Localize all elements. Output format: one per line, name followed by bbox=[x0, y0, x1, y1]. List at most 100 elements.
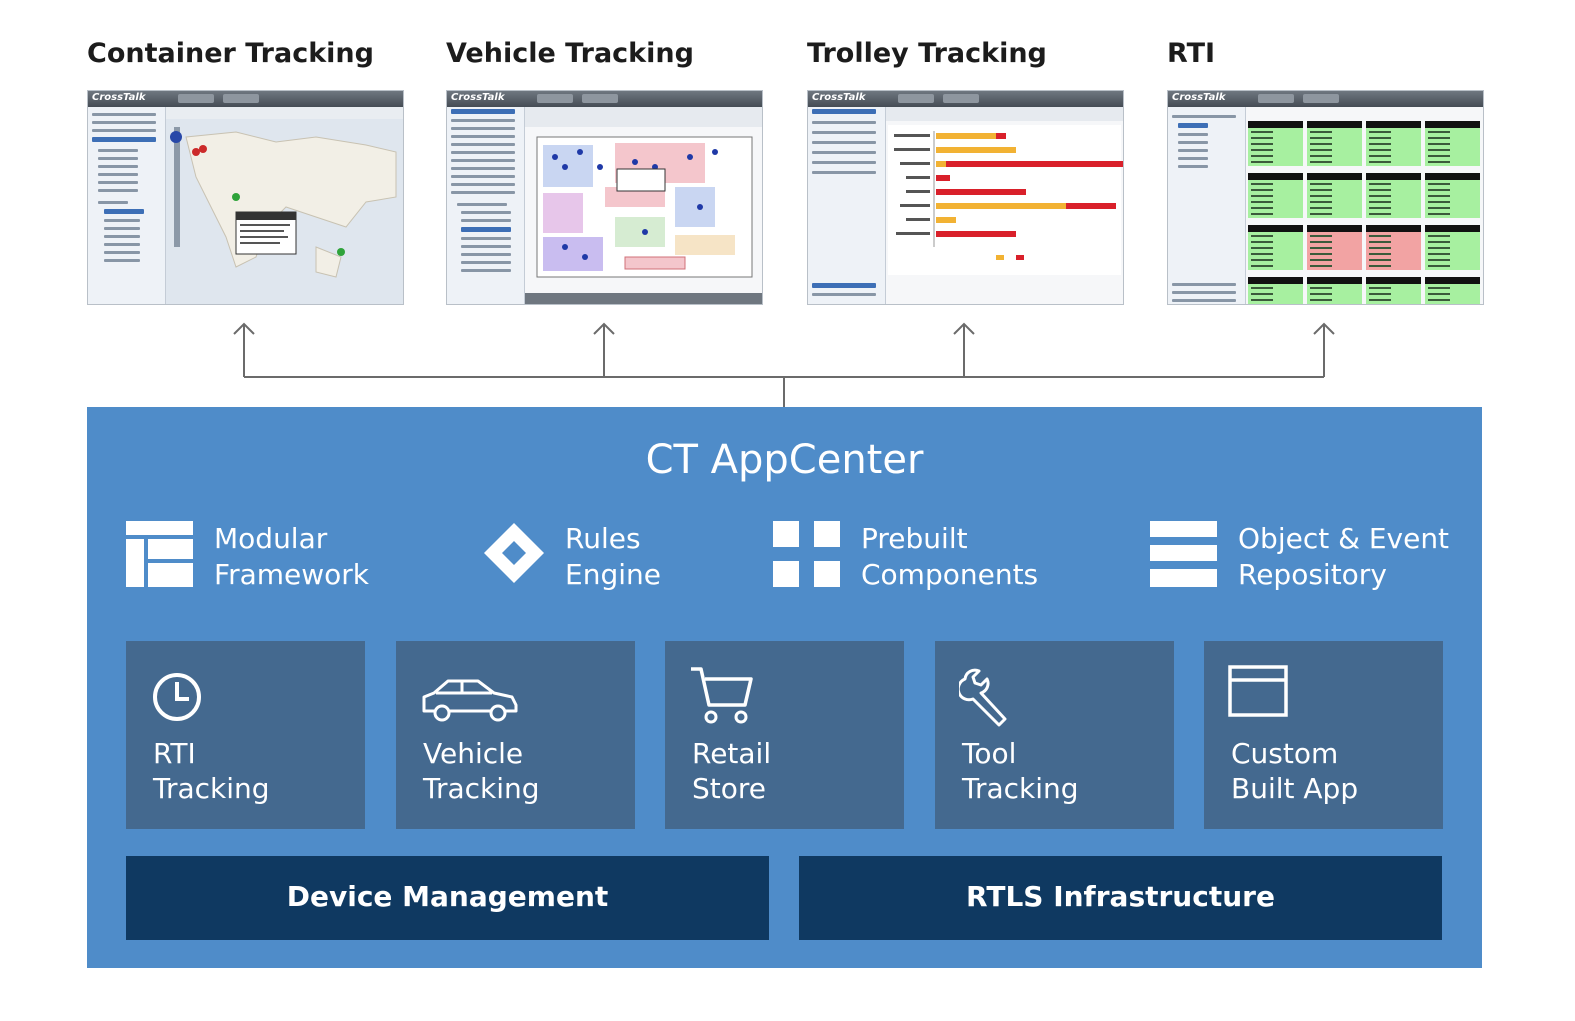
status-card-line bbox=[1428, 183, 1450, 185]
status-card-header bbox=[1425, 121, 1480, 128]
crosstalk-logo: CrossTalk bbox=[92, 92, 146, 103]
status-card-line bbox=[1369, 265, 1391, 267]
status-card-line bbox=[1428, 287, 1450, 289]
status-card bbox=[1366, 180, 1421, 218]
status-card-line bbox=[1310, 143, 1332, 145]
status-card-line bbox=[1310, 183, 1332, 185]
status-card-line bbox=[1369, 161, 1391, 163]
stack-icon bbox=[1150, 521, 1217, 587]
status-card-line bbox=[1369, 287, 1391, 289]
screenshot-titlebar: CrossTalk bbox=[1168, 91, 1483, 107]
device-management-layer[interactable]: Device Management bbox=[126, 856, 769, 940]
status-card-line bbox=[1369, 137, 1391, 139]
status-card-line bbox=[1310, 155, 1332, 157]
status-card-header bbox=[1425, 277, 1480, 284]
status-card-line bbox=[1310, 201, 1332, 203]
status-card-line bbox=[1251, 253, 1273, 255]
status-card-line bbox=[1428, 253, 1450, 255]
status-card-line bbox=[1310, 131, 1332, 133]
toolbar-tab bbox=[1258, 94, 1294, 103]
screenshot-sidebar bbox=[808, 107, 886, 304]
status-card-line bbox=[1310, 161, 1332, 163]
bar-chart-view bbox=[886, 107, 1123, 304]
app-title-container-tracking: Container Tracking bbox=[87, 38, 374, 69]
status-card-header bbox=[1366, 121, 1421, 128]
window-icon bbox=[1228, 665, 1288, 717]
status-card-line bbox=[1310, 287, 1332, 289]
status-card-header bbox=[1366, 173, 1421, 180]
clock-icon bbox=[153, 673, 201, 721]
toolbar-tab bbox=[178, 94, 214, 103]
status-card-line bbox=[1369, 195, 1391, 197]
status-card bbox=[1307, 128, 1362, 166]
status-card-line bbox=[1251, 131, 1273, 133]
status-card-line bbox=[1428, 137, 1450, 139]
screenshot-sidebar bbox=[447, 107, 525, 304]
rtls-infrastructure-layer[interactable]: RTLS Infrastructure bbox=[799, 856, 1442, 940]
vehicle-tracking-screenshot[interactable]: CrossTalk bbox=[446, 90, 763, 305]
car-icon bbox=[422, 679, 518, 722]
rti-screenshot[interactable]: CrossTalk bbox=[1167, 90, 1484, 305]
wrench-icon bbox=[959, 668, 1007, 727]
status-card-line bbox=[1251, 265, 1273, 267]
crosstalk-logo: CrossTalk bbox=[812, 92, 866, 103]
status-card-header bbox=[1366, 225, 1421, 232]
floorplan-view bbox=[525, 107, 762, 304]
container-tracking-screenshot[interactable]: CrossTalk bbox=[87, 90, 404, 305]
status-card-line bbox=[1310, 195, 1332, 197]
status-card-line bbox=[1369, 189, 1391, 191]
map-view bbox=[166, 107, 403, 304]
connector-arrows bbox=[233, 322, 1335, 407]
status-card-header bbox=[1425, 173, 1480, 180]
status-card-line bbox=[1251, 241, 1273, 243]
toolbar-tab bbox=[898, 94, 934, 103]
status-card-line bbox=[1428, 155, 1450, 157]
status-card-line bbox=[1369, 241, 1391, 243]
trolley-tracking-screenshot[interactable]: CrossTalk bbox=[807, 90, 1124, 305]
status-card-line bbox=[1310, 253, 1332, 255]
status-card-line bbox=[1428, 195, 1450, 197]
status-card-line bbox=[1369, 201, 1391, 203]
status-card-header bbox=[1248, 173, 1303, 180]
status-card-line bbox=[1369, 247, 1391, 249]
screenshot-titlebar: CrossTalk bbox=[808, 91, 1123, 107]
status-card-line bbox=[1310, 265, 1332, 267]
status-card-line bbox=[1251, 213, 1273, 215]
toolbar-tab bbox=[943, 94, 979, 103]
platform-title: CT AppCenter bbox=[645, 437, 924, 483]
status-card-header bbox=[1307, 277, 1362, 284]
status-card bbox=[1366, 128, 1421, 166]
screenshot-sidebar bbox=[1168, 107, 1246, 304]
status-card bbox=[1248, 232, 1303, 270]
status-card-line bbox=[1428, 161, 1450, 163]
status-card-line bbox=[1428, 293, 1450, 295]
status-card-line bbox=[1251, 259, 1273, 261]
status-card-line bbox=[1251, 155, 1273, 157]
status-card-header bbox=[1248, 277, 1303, 284]
status-card-line bbox=[1251, 189, 1273, 191]
status-card-line bbox=[1310, 241, 1332, 243]
status-grid-view bbox=[1246, 107, 1483, 304]
toolbar-tab bbox=[582, 94, 618, 103]
status-card-header bbox=[1366, 277, 1421, 284]
status-card-line bbox=[1428, 247, 1450, 249]
crosstalk-logo: CrossTalk bbox=[451, 92, 505, 103]
status-card-line bbox=[1310, 149, 1332, 151]
status-card bbox=[1425, 128, 1480, 166]
status-card bbox=[1248, 128, 1303, 166]
status-card-line bbox=[1428, 259, 1450, 261]
base-label: Device Management bbox=[286, 880, 609, 913]
status-card-line bbox=[1310, 213, 1332, 215]
status-card-line bbox=[1428, 207, 1450, 209]
